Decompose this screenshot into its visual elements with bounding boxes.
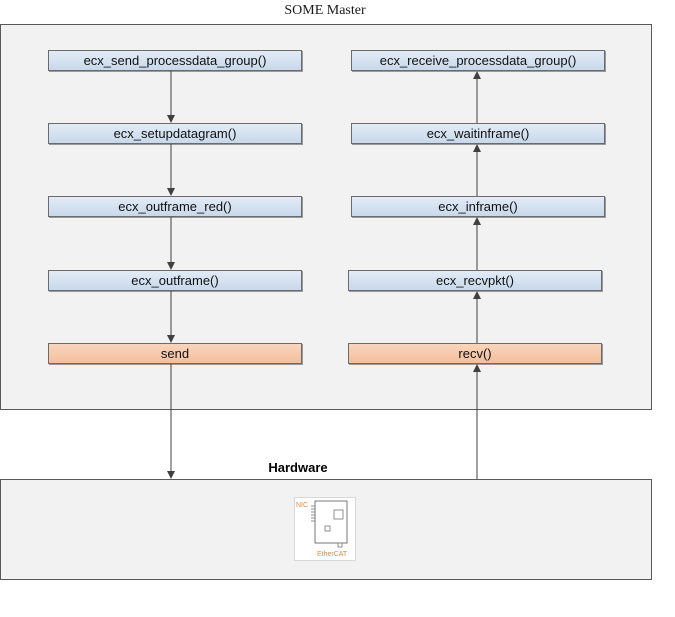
recv-step-recvpkt: ecx_recvpkt() (348, 270, 602, 291)
recv-step-receive-processdata-group: ecx_receive_processdata_group() (351, 50, 605, 71)
send-step-outframe-red: ecx_outframe_red() (48, 196, 302, 217)
nic-card-icon: NIC EtherCAT (294, 497, 356, 561)
recv-step-waitinframe: ecx_waitinframe() (351, 123, 605, 144)
hardware-title: Hardware (268, 460, 328, 475)
send-step-send-processdata-group: ecx_send_processdata_group() (48, 50, 302, 71)
recv-step-inframe: ecx_inframe() (351, 196, 605, 217)
send-step-outframe: ecx_outframe() (48, 270, 302, 291)
nic-card-graphic (311, 500, 348, 548)
send-step-setupdatagram: ecx_setupdatagram() (48, 123, 302, 144)
nic-label: NIC (296, 502, 309, 509)
recv-step-recv: recv() (348, 343, 602, 364)
send-step-send: send (48, 343, 302, 364)
ethercat-label: EtherCAT (317, 551, 348, 558)
master-title: SOME Master (284, 3, 366, 18)
